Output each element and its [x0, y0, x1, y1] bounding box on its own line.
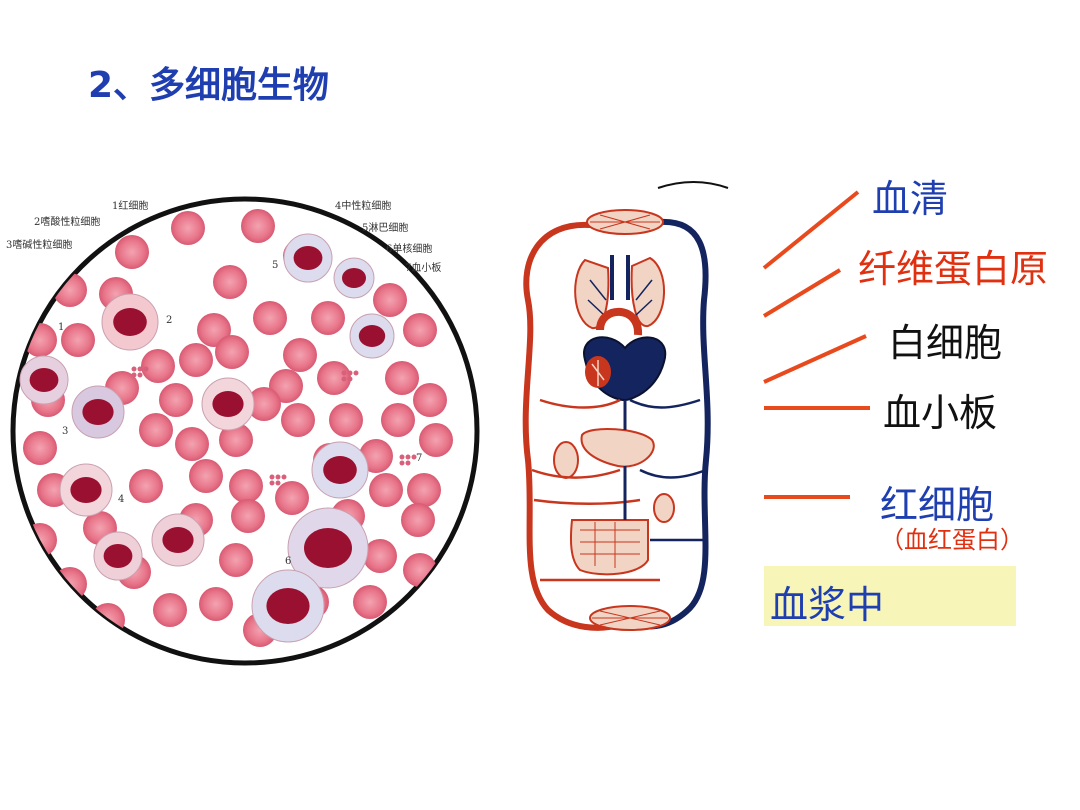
legend-item: 1红细胞 — [112, 201, 149, 212]
platelet — [269, 480, 275, 486]
platelet — [353, 370, 359, 376]
red-blood-cell — [311, 301, 345, 335]
cell-nucleus — [82, 399, 114, 425]
red-blood-cell — [189, 459, 223, 493]
cell-number: 4 — [118, 494, 125, 505]
cell-nucleus — [293, 246, 323, 270]
red-blood-cell — [61, 323, 95, 357]
cell-number: 6 — [285, 556, 292, 567]
label-serum: 血清 — [872, 177, 949, 221]
red-blood-cell — [369, 473, 403, 507]
legend-item: 6单核细胞 — [386, 244, 433, 255]
red-blood-cell — [253, 301, 287, 335]
label-fibrinogen: 纤维蛋白原 — [858, 247, 1049, 291]
red-blood-cell — [403, 313, 437, 347]
cell-nucleus — [358, 325, 386, 347]
platelet — [131, 372, 137, 378]
red-blood-cell — [141, 349, 175, 383]
red-blood-cell — [317, 361, 351, 395]
red-blood-cell — [115, 235, 149, 269]
red-blood-cell — [129, 469, 163, 503]
platelet — [143, 366, 149, 372]
red-blood-cell — [171, 211, 205, 245]
red-blood-cell — [241, 209, 275, 243]
platelet — [341, 376, 347, 382]
red-blood-cell — [231, 499, 265, 533]
legend-item: 7血小板 — [405, 263, 442, 274]
platelet — [411, 454, 417, 460]
label-platelet: 血小板 — [883, 391, 998, 435]
legend-item: 4中性粒细胞 — [335, 201, 392, 212]
red-blood-cell — [353, 585, 387, 619]
label-red-blood-cell: 红细胞 — [880, 483, 995, 527]
red-blood-cell — [175, 427, 209, 461]
label-white-blood-cell: 白细胞 — [888, 321, 1003, 365]
red-blood-cell — [363, 539, 397, 573]
red-blood-cell — [381, 403, 415, 437]
red-blood-cell — [329, 403, 363, 437]
red-blood-cell — [419, 423, 453, 457]
platelet — [405, 460, 411, 466]
platelet — [341, 370, 347, 376]
cell-nucleus — [162, 527, 194, 553]
red-blood-cell — [139, 413, 173, 447]
red-blood-cell — [275, 481, 309, 515]
platelet — [137, 372, 143, 378]
red-blood-cell — [159, 383, 193, 417]
platelet — [281, 474, 287, 480]
red-blood-cell — [213, 265, 247, 299]
platelet — [269, 474, 275, 480]
cell-nucleus — [342, 268, 366, 288]
red-blood-cell — [247, 387, 281, 421]
plasma-box: 血浆中 — [764, 566, 1016, 627]
legend-item: 3嗜碱性粒细胞 — [6, 240, 73, 251]
red-blood-cell — [229, 469, 263, 503]
red-blood-cell — [23, 431, 57, 465]
red-blood-cell — [401, 503, 435, 537]
cell-number: 2 — [166, 315, 173, 326]
platelet — [399, 460, 405, 466]
red-blood-cell — [219, 543, 253, 577]
red-blood-cell — [153, 593, 187, 627]
cell-nucleus — [70, 477, 102, 503]
label-plasma: 血浆中 — [770, 583, 885, 627]
platelet — [131, 366, 137, 372]
red-blood-cell — [413, 383, 447, 417]
legend-item: 5淋巴细胞 — [362, 223, 409, 234]
red-blood-cell — [407, 473, 441, 507]
red-blood-cell — [281, 403, 315, 437]
red-blood-cell — [219, 423, 253, 457]
cell-number: 1 — [58, 322, 65, 333]
cell-nucleus — [29, 368, 59, 392]
platelet — [405, 454, 411, 460]
cell-nucleus — [212, 391, 244, 417]
page-title: 2、多细胞生物 — [88, 65, 330, 106]
cell-number: 7 — [416, 453, 423, 464]
red-blood-cell — [373, 283, 407, 317]
legend-item: 2嗜酸性粒细胞 — [34, 217, 101, 228]
platelet — [275, 480, 281, 486]
red-blood-cell — [179, 343, 213, 377]
cell-number: 3 — [62, 426, 69, 437]
red-blood-cell — [199, 587, 233, 621]
cell-number: 5 — [272, 260, 279, 271]
cell-nucleus — [103, 544, 133, 568]
cell-nucleus — [266, 588, 310, 624]
cell-nucleus — [304, 528, 352, 568]
platelet — [347, 370, 353, 376]
label-hemoglobin: （血红蛋白） — [880, 526, 1024, 554]
cell-nucleus — [113, 308, 147, 336]
red-blood-cell — [283, 338, 317, 372]
platelet — [275, 474, 281, 480]
platelet — [399, 454, 405, 460]
red-blood-cell — [215, 335, 249, 369]
platelet — [137, 366, 143, 372]
cell-nucleus — [323, 456, 357, 484]
red-blood-cell — [385, 361, 419, 395]
platelet — [347, 376, 353, 382]
